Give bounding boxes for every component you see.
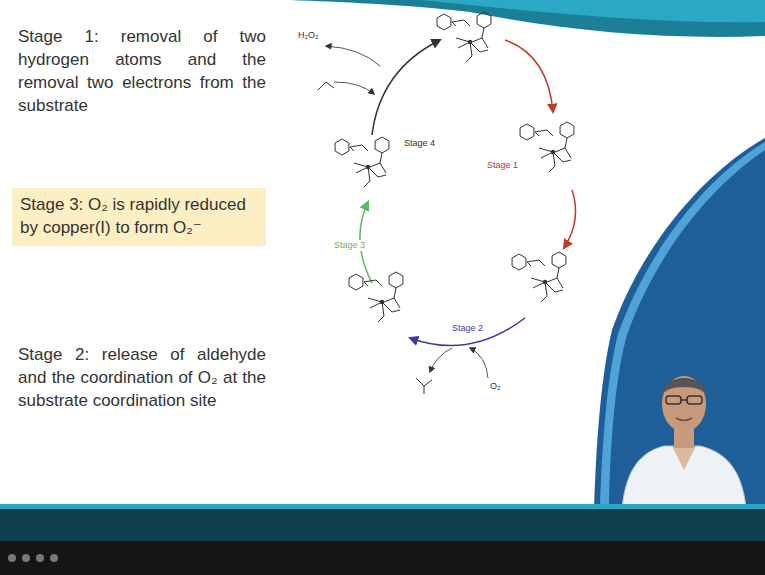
ligand-bonds bbox=[527, 260, 563, 302]
top-band-light bbox=[420, 0, 765, 22]
stage-description: Stage 2: release of aldehyde and the coo… bbox=[18, 344, 266, 413]
side-wave bbox=[594, 138, 765, 508]
ligand-bonds bbox=[535, 130, 571, 172]
player-bar bbox=[0, 541, 765, 575]
chemical-formula: O₂ bbox=[490, 381, 501, 392]
benzene-ring bbox=[520, 124, 534, 140]
benzene-ring bbox=[560, 122, 574, 138]
copper-center bbox=[551, 150, 555, 154]
bottom-bar bbox=[0, 509, 765, 541]
side-arrow bbox=[430, 348, 452, 372]
copper-complex-structure bbox=[349, 272, 403, 322]
benzene-ring bbox=[349, 274, 363, 290]
player-controls bbox=[8, 554, 58, 562]
top-band bbox=[290, 0, 765, 37]
benzene-ring bbox=[389, 272, 403, 288]
benzene-ring bbox=[437, 14, 451, 30]
bottom-line bbox=[0, 504, 765, 509]
alcohol-sketch bbox=[318, 82, 334, 90]
benzene-ring bbox=[552, 252, 566, 268]
side-wave-light bbox=[600, 142, 765, 508]
side-arrow bbox=[334, 82, 374, 94]
stage-arrow bbox=[505, 40, 553, 112]
ligand-bonds bbox=[364, 280, 400, 322]
benzene-ring bbox=[375, 137, 389, 153]
aldehyde-sketch bbox=[416, 378, 432, 394]
copper-complex-structure bbox=[512, 252, 566, 302]
stage-label: Stage 4 bbox=[404, 138, 435, 149]
copper-center bbox=[380, 300, 384, 304]
stage-arrow bbox=[410, 318, 525, 346]
benzene-ring bbox=[335, 139, 349, 155]
copper-center bbox=[543, 280, 547, 284]
ligand-bonds bbox=[452, 20, 488, 62]
copper-complex-structure bbox=[335, 137, 389, 187]
benzene-ring bbox=[512, 254, 526, 270]
side-arrow bbox=[326, 46, 380, 66]
stage-label: Stage 1 bbox=[487, 160, 518, 171]
stage-label: Stage 2 bbox=[452, 323, 483, 334]
ligand-bonds bbox=[350, 145, 386, 187]
copper-complex-structure bbox=[437, 12, 491, 62]
stage-description: Stage 3: O₂ is rapidly reduced by copper… bbox=[20, 194, 258, 240]
highlight-box: Stage 3: O₂ is rapidly reduced by copper… bbox=[12, 188, 266, 246]
benzene-ring bbox=[477, 12, 491, 28]
presenter bbox=[622, 376, 746, 508]
copper-center bbox=[468, 40, 472, 44]
chemical-formula: H₂O₂ bbox=[298, 30, 319, 41]
stage-arrow bbox=[564, 190, 576, 248]
stage-description: Stage 1: removal of two hydrogen atoms a… bbox=[18, 26, 266, 118]
stage-label: Stage 3 bbox=[334, 240, 365, 251]
copper-complex-structure bbox=[520, 122, 574, 172]
stage-arrow bbox=[372, 40, 440, 135]
side-arrow bbox=[470, 348, 488, 378]
copper-center bbox=[366, 165, 370, 169]
